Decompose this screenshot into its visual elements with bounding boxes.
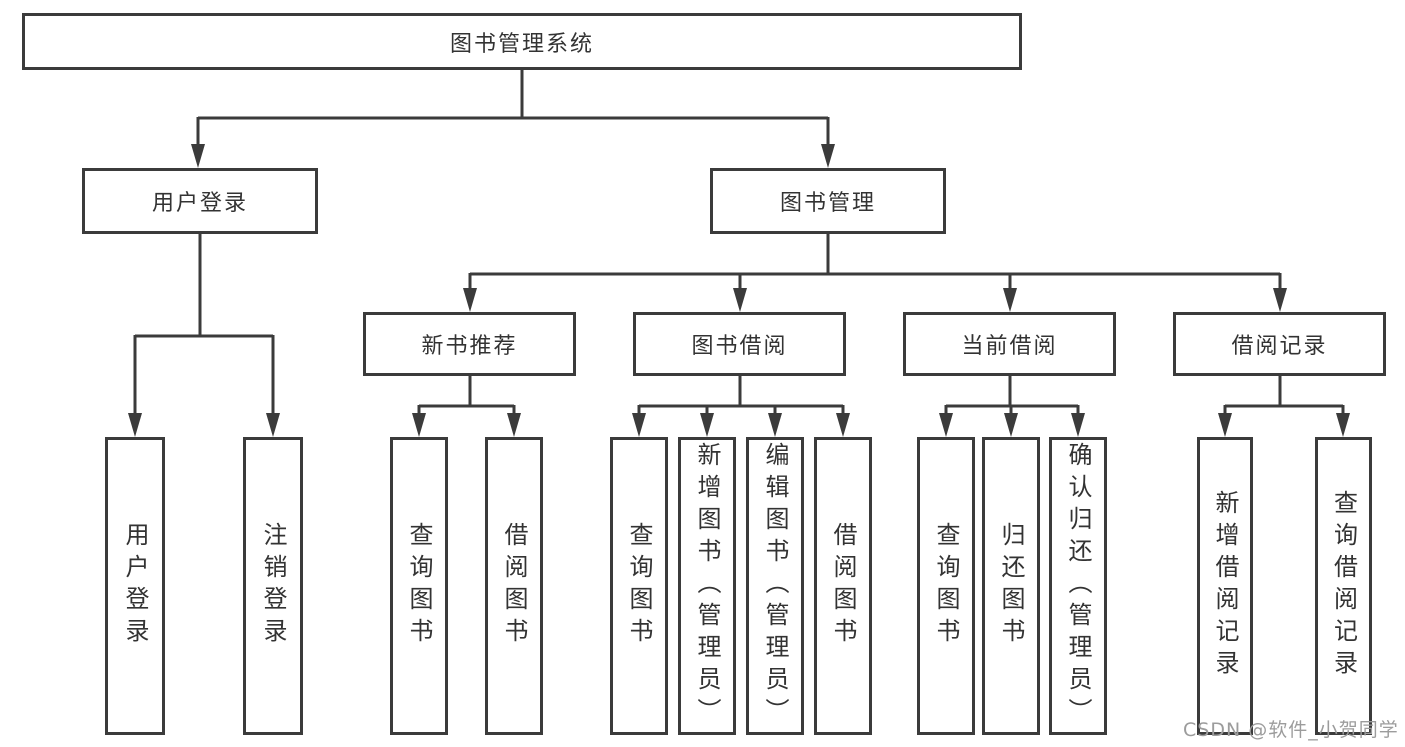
node-label: 借阅图书 xyxy=(500,522,528,650)
leaf-query-borrow-record: 查询借阅记录 xyxy=(1315,437,1372,735)
node-book-management: 图书管理 xyxy=(710,168,946,234)
node-borrowing-records: 借阅记录 xyxy=(1173,312,1386,376)
node-label: 图书管理 xyxy=(779,191,876,216)
leaf-logout: 注销登录 xyxy=(243,437,303,735)
node-label: 查询图书 xyxy=(405,522,433,650)
node-label: 用户登录 xyxy=(151,191,248,216)
node-label: 用户登录 xyxy=(121,522,149,650)
leaf-borrow-books-recommend: 借阅图书 xyxy=(485,437,543,735)
leaf-borrow-books-borrowing: 借阅图书 xyxy=(814,437,872,735)
node-label: 图书借阅 xyxy=(691,334,788,359)
node-book-borrowing: 图书借阅 xyxy=(633,312,846,376)
csdn-watermark: CSDN @软件_小贺同学 xyxy=(1183,719,1399,741)
node-label: 查询图书 xyxy=(625,522,653,650)
node-current-borrowing: 当前借阅 xyxy=(903,312,1116,376)
node-label: 图书管理系统 xyxy=(449,31,594,57)
leaf-return-books: 归还图书 xyxy=(982,437,1040,735)
leaf-add-borrow-record: 新增借阅记录 xyxy=(1197,437,1253,735)
node-label: 查询图书 xyxy=(932,522,960,650)
node-new-book-recommendation: 新书推荐 xyxy=(363,312,576,376)
node-label: 归还图书 xyxy=(997,522,1025,650)
node-label: 当前借阅 xyxy=(961,334,1058,359)
leaf-add-books-admin: 新增图书（管理员） xyxy=(678,437,736,735)
node-label: 确认归还（管理员） xyxy=(1064,442,1092,730)
leaf-query-books-borrowing: 查询图书 xyxy=(610,437,668,735)
node-label: 注销登录 xyxy=(259,522,287,650)
leaf-confirm-return-admin: 确认归还（管理员） xyxy=(1049,437,1107,735)
leaf-user-login: 用户登录 xyxy=(105,437,165,735)
leaf-query-books-recommend: 查询图书 xyxy=(390,437,448,735)
node-user-login: 用户登录 xyxy=(82,168,318,234)
node-label: 新增借阅记录 xyxy=(1211,490,1239,682)
node-library-management-system: 图书管理系统 xyxy=(22,13,1022,70)
node-label: 新书推荐 xyxy=(421,334,518,359)
node-label: 查询借阅记录 xyxy=(1329,490,1358,682)
leaf-edit-books-admin: 编辑图书（管理员） xyxy=(746,437,804,735)
node-label: 新增图书（管理员） xyxy=(693,442,721,730)
node-label: 编辑图书（管理员） xyxy=(761,442,789,730)
node-label: 借阅图书 xyxy=(829,522,857,650)
leaf-query-books-current: 查询图书 xyxy=(917,437,975,735)
node-label: 借阅记录 xyxy=(1231,334,1328,359)
